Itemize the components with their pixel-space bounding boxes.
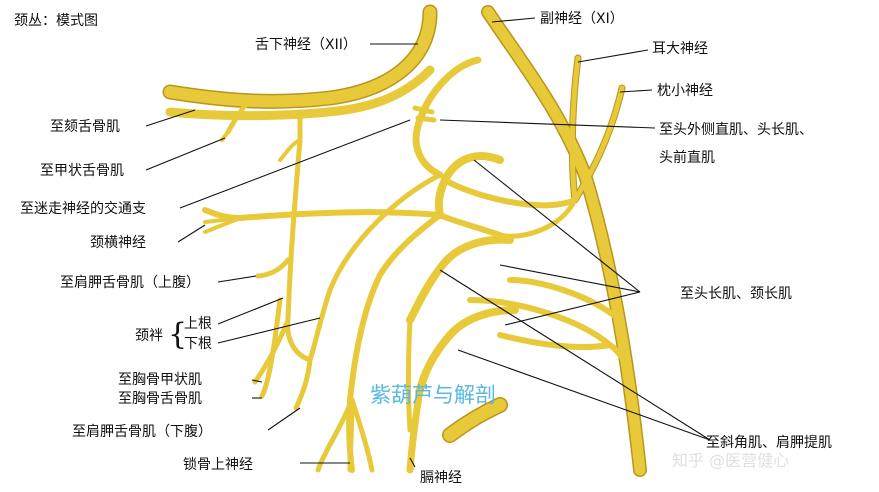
c3-ramus <box>406 235 514 324</box>
labels: 颈丛：模式图 舌下神经（XII） 副神经（XI） 耳大神经 枕小神经 至头外侧直… <box>14 11 832 486</box>
label-omohyoid-inf: 至肩胛舌骨肌（下腹） <box>72 423 212 440</box>
label-transverse-cervical: 颈横神经 <box>90 235 146 251</box>
transverse-cervical-nerve <box>202 207 443 221</box>
leader-lines <box>145 17 711 468</box>
c2-ramus <box>434 152 504 219</box>
label-scalene: 至斜角肌、肩胛提肌 <box>706 435 832 451</box>
ansa-superior-root <box>285 137 313 363</box>
supraclavicular-nerves <box>315 397 355 473</box>
diagram-title: 颈丛：模式图 <box>14 13 98 29</box>
watermark-zhihu: 知乎 @医营健心 <box>672 451 789 470</box>
label-hypoglossal: 舌下神经（XII） <box>255 37 357 53</box>
label-supraclavicular: 锁骨上神经 <box>183 457 253 473</box>
great-auricular-nerve <box>569 55 581 203</box>
lesser-occipital-nerve <box>572 85 625 203</box>
label-rectus-capitis-2: 头前直肌 <box>659 149 715 166</box>
label-phrenic: 膈神经 <box>420 470 462 486</box>
label-vagus-comm: 至迷走神经的交通支 <box>20 200 146 217</box>
label-inferior-root: 下根 <box>184 336 212 352</box>
phrenic-nerve <box>406 386 424 474</box>
label-omohyoid-sup: 至肩胛舌骨肌（上腹） <box>60 274 200 291</box>
label-lesser-occipital: 枕小神经 <box>657 83 713 99</box>
label-superior-root: 上根 <box>184 316 212 332</box>
c4-ramus <box>416 306 519 394</box>
label-geniohyoid: 至颏舌骨肌 <box>50 119 120 135</box>
label-sternohyoid: 至胸骨舌骨肌 <box>118 391 202 407</box>
label-rectus-capitis-1: 至头外侧直肌、头长肌、 <box>659 121 813 138</box>
ansa-inferior-root <box>307 172 443 363</box>
watermark: 紫葫芦与解剖 <box>370 383 496 407</box>
nerve-layer <box>164 6 646 476</box>
label-sternothyroid: 至胸骨甲状肌 <box>118 372 202 388</box>
hypoglossal-nerve <box>164 6 436 108</box>
ansa-brace: { <box>168 317 187 352</box>
label-ansa: 颈袢 <box>135 328 163 344</box>
label-great-auricular: 耳大神经 <box>652 41 708 57</box>
label-longus: 至头长肌、颈长肌 <box>680 286 792 302</box>
label-accessory: 副神经（XI） <box>540 11 624 27</box>
label-thyrohyoid: 至甲状舌骨肌 <box>40 163 124 179</box>
